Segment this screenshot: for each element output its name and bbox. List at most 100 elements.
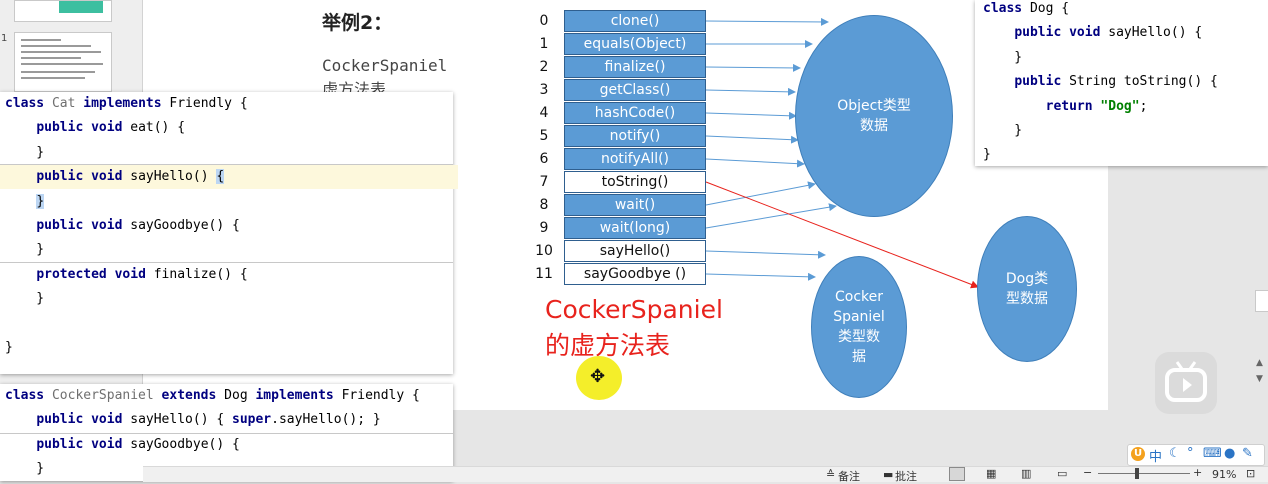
code-token: CockerSpaniel <box>44 388 162 403</box>
code-line: } <box>0 287 458 311</box>
zoom-in-button[interactable]: + <box>1193 466 1203 479</box>
comments-icon[interactable]: ▬ <box>883 468 894 481</box>
code-token: sayGoodbye() { <box>122 218 240 233</box>
tostring-arrow <box>705 181 979 289</box>
code-token: class <box>5 96 45 111</box>
moon-icon[interactable]: ☾ <box>1169 446 1181 461</box>
keyboard-icon[interactable]: ⌨ <box>1203 446 1222 461</box>
code-token: class <box>5 388 45 403</box>
code-token: return <box>1045 98 1093 114</box>
code-line: return "Dog"; <box>975 95 1268 119</box>
subtitle-line: CockerSpaniel <box>322 56 448 75</box>
ellipse-label: 类型数 <box>838 329 880 345</box>
scroll-up-arrow-icon[interactable]: ▲ <box>1256 358 1263 368</box>
code-line: class CockerSpaniel extends Dog implemen… <box>0 384 458 408</box>
vtable-label: CockerSpaniel 的虚方法表 <box>545 292 723 364</box>
code-token: void <box>91 120 123 136</box>
wrench-icon[interactable]: ✎ <box>1242 446 1253 461</box>
ime-logo-icon[interactable]: U <box>1131 447 1145 461</box>
code-token: sayHello() { <box>1100 25 1203 41</box>
method-index: 10 <box>535 243 553 259</box>
code-line: protected void finalize() { <box>0 263 458 287</box>
code-token: { <box>216 169 225 185</box>
code-token: public <box>1014 25 1062 41</box>
code-token: super <box>232 412 272 428</box>
code-token: Dog { <box>1022 1 1070 16</box>
slide-sorter-icon[interactable]: ▦ <box>986 467 997 480</box>
normal-view-icon[interactable] <box>949 467 965 481</box>
code-token: public <box>36 412 84 428</box>
zoom-out-button[interactable]: − <box>1083 466 1093 479</box>
code-token: protected <box>36 266 107 282</box>
code-line: class Cat implements Friendly { <box>0 92 458 116</box>
notes-icon[interactable]: ≙ <box>826 468 836 481</box>
fit-slide-icon[interactable]: ⊡ <box>1246 467 1256 480</box>
code-token: } <box>5 461 45 477</box>
zoom-level[interactable]: 91% <box>1212 468 1237 481</box>
code-line: } <box>0 336 458 360</box>
code-token: ; <box>1139 98 1148 114</box>
ellipse-label: Dog类 <box>1005 271 1049 287</box>
reading-view-icon[interactable]: ▥ <box>1021 467 1032 480</box>
slide-thumbnail[interactable] <box>14 0 112 22</box>
code-token <box>83 120 91 135</box>
code-token: public <box>1014 74 1062 90</box>
ime-mode-label[interactable]: 中 <box>1149 450 1163 465</box>
dog-class-code-panel[interactable]: class Dog { public void sayHello() { } p… <box>975 0 1268 166</box>
code-line: public void sayHello() { <box>0 165 458 190</box>
code-token: void <box>91 436 123 452</box>
code-token: sayHello() <box>122 169 217 185</box>
move-cursor-icon: ✥ <box>590 366 606 387</box>
code-token: } <box>5 144 45 160</box>
code-token <box>5 437 36 452</box>
scroll-down-arrow-icon[interactable]: ▼ <box>1256 374 1263 384</box>
scrollbar-thumb[interactable] <box>1255 290 1268 312</box>
code-token: String toString() { <box>1061 74 1218 90</box>
zoom-slider-track[interactable] <box>1098 473 1190 474</box>
cat-class-code-panel[interactable]: class Cat implements Friendly { public v… <box>0 92 458 374</box>
notes-button[interactable]: 备注 <box>838 470 860 483</box>
code-token: } <box>983 123 1023 138</box>
method-cell: equals(Object) <box>564 33 706 55</box>
code-token: void <box>91 169 123 185</box>
cocker-spaniel-type-data-ellipse: Cocker Spaniel 类型数 据 <box>811 256 907 398</box>
code-line: public void eat() { <box>0 116 458 140</box>
code-line: } <box>0 238 458 262</box>
code-token <box>5 120 36 135</box>
method-index: 4 <box>539 105 549 121</box>
method-cell: notify() <box>564 125 706 147</box>
code-line: } <box>0 457 458 481</box>
method-index: 0 <box>539 13 549 29</box>
code-token: sayGoodbye() { <box>122 436 240 452</box>
ellipse-label: 据 <box>852 349 866 365</box>
code-token <box>83 412 91 427</box>
code-token: } <box>5 340 13 355</box>
vtable-label-line: 的虚方法表 <box>545 331 671 360</box>
ellipse-label: 型数据 <box>1005 291 1048 307</box>
method-cell: finalize() <box>564 56 706 78</box>
code-token: void <box>1069 25 1101 41</box>
code-token <box>1061 25 1069 40</box>
cocker-spaniel-class-code-panel[interactable]: class CockerSpaniel extends Dog implemen… <box>0 384 453 481</box>
zoom-slider-thumb[interactable] <box>1135 468 1139 479</box>
punctuation-icon[interactable]: ° <box>1187 446 1194 461</box>
code-token: implements <box>255 388 334 403</box>
method-cell: hashCode() <box>564 102 706 124</box>
method-index: 11 <box>535 266 553 282</box>
ime-toolbar[interactable]: U 中 ☾ ° ⌨ ● ✎ <box>1127 444 1265 466</box>
ellipse-label: Object类型 <box>837 98 911 114</box>
code-token <box>983 25 1014 40</box>
code-token: Dog <box>216 388 256 403</box>
code-token: public <box>36 218 84 233</box>
slide-thumbnail-current[interactable] <box>14 32 112 92</box>
comments-button[interactable]: 批注 <box>895 470 917 483</box>
code-line: public void sayGoodbye() { <box>0 214 458 238</box>
method-index: 6 <box>539 151 549 167</box>
code-token: finalize() { <box>145 266 248 282</box>
code-separator <box>0 433 453 434</box>
slideshow-icon[interactable]: ▭ <box>1057 467 1068 480</box>
user-icon[interactable]: ● <box>1224 446 1236 461</box>
code-token: extends <box>161 388 217 403</box>
object-type-data-ellipse: Object类型 数据 <box>795 15 953 217</box>
code-line: } <box>975 46 1268 70</box>
